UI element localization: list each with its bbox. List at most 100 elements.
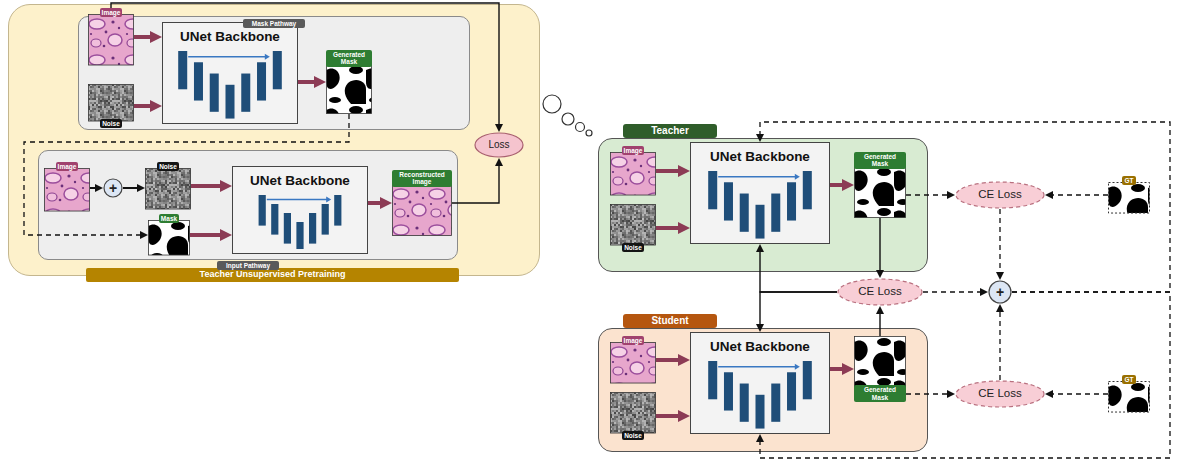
block-label: UNet Backbone: [163, 23, 297, 45]
plus-sign: +: [996, 285, 1004, 299]
tile-tag: Noise: [100, 119, 122, 128]
tile-tag: Generated Mask: [854, 152, 906, 169]
tile-tag: Image: [100, 8, 123, 17]
connector: [879, 218, 880, 275]
tile-picture: [611, 153, 656, 196]
tile-image: [854, 166, 906, 218]
image-tile: GT: [1108, 176, 1150, 214]
sum-circle: +: [988, 280, 1012, 304]
connector: [656, 169, 684, 173]
unet-bar: [241, 74, 250, 112]
tile-image: [1108, 182, 1150, 214]
connector: [298, 80, 320, 84]
unet-bar: [771, 384, 780, 422]
unet-bar: [803, 361, 812, 399]
image-tile: GT: [1108, 375, 1150, 413]
tile-image: [145, 168, 191, 210]
skip-arrow: [718, 366, 796, 368]
tile-tag: Reconstructed Image: [392, 170, 452, 187]
connector: [923, 291, 985, 292]
unet-bar: [755, 395, 764, 429]
connector: [1048, 393, 1108, 394]
unet-bar: [259, 195, 266, 226]
unet-bar: [271, 204, 278, 235]
tab-holder: Mask Pathway: [79, 12, 469, 30]
connector: [24, 114, 349, 235]
block-label: UNet Backbone: [691, 143, 829, 165]
skip-arrow-head: [795, 364, 800, 370]
unet-bars: [163, 49, 297, 123]
skip-arrow-head: [326, 197, 331, 203]
unet-bar: [755, 205, 764, 239]
unet-bar: [724, 182, 733, 220]
unet-bar: [708, 361, 717, 399]
connector: [760, 122, 1170, 292]
unet-bar: [787, 372, 796, 410]
unet-bar: [787, 182, 796, 220]
ellipse-outline: [475, 133, 523, 157]
tile-picture: [327, 64, 372, 113]
connector: [1048, 194, 1108, 195]
unet-bars: [691, 169, 829, 243]
pretraining-panel: Teacher Unsupervised PretrainingMask Pat…: [8, 4, 540, 276]
thought-bubble: [562, 113, 574, 125]
image-tile: Reconstructed Image: [392, 170, 452, 236]
tile-image: [88, 84, 134, 122]
unet-bar: [724, 372, 733, 410]
unet-bars: [233, 193, 367, 253]
skip-arrow: [267, 199, 327, 201]
tab-label: Mask Pathway: [243, 19, 305, 28]
unet-bar: [296, 222, 303, 249]
circle-outline: [989, 281, 1011, 303]
tile-tag: Generated Mask: [854, 385, 906, 402]
tile-picture: [611, 393, 656, 434]
unet-bar: [194, 62, 203, 100]
tile-tag: Mask: [159, 214, 179, 223]
connector: [134, 35, 156, 39]
tile-picture: [611, 343, 656, 384]
image-tile: Image: [88, 8, 134, 66]
thought-bubble: [576, 123, 585, 132]
unet-bar: [210, 74, 219, 112]
block-label: UNet Backbone: [233, 167, 367, 189]
tile-tag: Generated Mask: [326, 50, 372, 67]
connector: [830, 367, 848, 371]
connector: [999, 307, 1000, 380]
connector: [760, 247, 837, 292]
tile-image: [44, 168, 90, 212]
connector: [656, 226, 684, 230]
connector: [452, 161, 499, 203]
image-tile: Noise: [88, 84, 134, 128]
unet-block: UNet Backbone: [162, 22, 298, 124]
tag-holder: Teacher: [623, 124, 717, 138]
unet-bar: [273, 51, 282, 89]
unet-block: UNet Backbone: [690, 142, 830, 244]
tile-image: [610, 392, 656, 434]
image-tile: Generated Mask: [854, 336, 906, 402]
loss-ellipse: CE Loss: [837, 278, 923, 306]
image-tile: Image: [610, 146, 656, 196]
connector: [123, 187, 142, 189]
model-box: StudentImageNoiseUNet BackboneGenerated …: [598, 328, 928, 452]
tile-tag: Noise: [622, 243, 644, 252]
tile-picture: [855, 337, 906, 388]
tile-image: [610, 204, 656, 246]
unet-bar: [740, 194, 749, 232]
tile-image: [610, 342, 656, 384]
image-tile: Image: [610, 336, 656, 384]
connector: [656, 414, 684, 418]
unet-bar: [225, 85, 234, 119]
tile-picture: [146, 169, 191, 210]
unet-block: UNet Backbone: [690, 332, 830, 434]
tile-tag: Noise: [622, 431, 644, 440]
title-bar: Teacher Unsupervised Pretraining: [86, 268, 459, 282]
tile-image: [1108, 381, 1150, 413]
image-tile: Image: [44, 162, 90, 212]
pathway-box: Mask PathwayImageNoiseUNet BackboneGener…: [78, 16, 470, 130]
unet-bar: [322, 204, 329, 235]
image-tile: Generated Mask: [326, 50, 372, 114]
model-tag: Student: [623, 314, 717, 328]
ellipse-outline: [838, 279, 922, 305]
tile-picture: [89, 85, 134, 122]
